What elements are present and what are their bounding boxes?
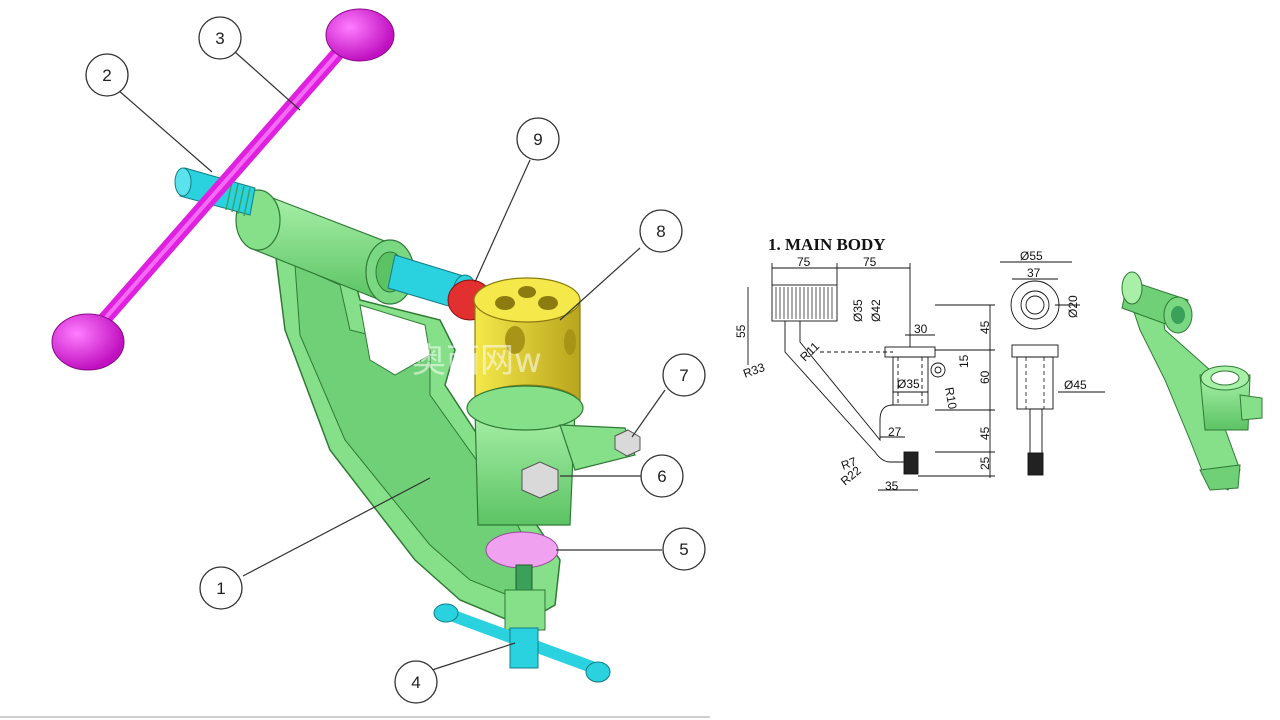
balloon-6: 6 [640,454,684,498]
dim-r7: R7 [839,454,859,473]
dim-r10: R10 [942,386,960,410]
balloon-8-label: 8 [656,222,665,241]
front-view [747,263,995,491]
lower-screw [504,564,546,631]
balloon-6-label: 6 [657,467,666,486]
main-body-drawing: 1. MAIN BODY [734,235,1105,493]
dim-15: 15 [957,354,971,368]
dim-r33: R33 [741,360,767,381]
dim-75-right: 75 [863,255,877,269]
dim-35-base: 35 [885,479,899,493]
dim-75-left: 75 [797,255,811,269]
dim-45-top: 45 [978,320,992,334]
leader-lines [117,51,666,671]
dim-dia-35-boss: Ø35 [897,377,920,391]
balloon-2: 2 [85,53,129,97]
watermark: 奥西网w [412,341,542,381]
dim-dia-20: Ø20 [1066,295,1080,318]
clamp-bolt [521,429,641,499]
side-view [1000,261,1105,476]
balloon-9-label: 9 [533,130,542,149]
balloon-1-label: 1 [216,579,225,598]
dim-37: 37 [1027,266,1041,280]
balloon-5-label: 5 [679,540,688,559]
dim-25: 25 [978,456,992,470]
frame-window [359,304,431,376]
balloon-5: 5 [662,527,706,571]
t-handle [51,8,395,371]
dim-dia-55: Ø55 [1020,249,1043,263]
balloon-4-label: 4 [411,673,420,692]
handle-knob-top [325,8,395,62]
balloon-7-label: 7 [679,366,688,385]
dim-45-bottom: 45 [978,426,992,440]
dim-27: 27 [888,425,902,439]
dim-30: 30 [914,322,928,336]
vertical-boss [466,385,636,526]
balloon-4: 4 [394,660,438,704]
dim-55: 55 [734,324,748,338]
handle-knob-bottom [51,313,125,371]
balloon-7: 7 [662,353,706,397]
balloon-2-label: 2 [102,66,111,85]
hidden-lines [820,351,923,405]
balloon-3-label: 3 [215,29,224,48]
assembly-illustration: 1 2 3 4 5 6 7 8 [0,8,710,718]
balloon-9: 9 [516,117,560,161]
drawing-title: 1. MAIN BODY [768,235,886,254]
balloon-8: 8 [639,209,683,253]
dim-dia-45: Ø45 [1064,378,1087,392]
main-body-iso [1121,271,1263,491]
balloon-3: 3 [198,16,242,60]
side-hidden-lines [1025,357,1045,409]
dim-dia-35: Ø35 [851,299,865,322]
dim-60: 60 [978,370,992,384]
tommy-bar [433,603,611,683]
pressure-pad [485,531,559,569]
balloon-1: 1 [199,566,243,610]
dim-dia-42: Ø42 [869,299,883,322]
